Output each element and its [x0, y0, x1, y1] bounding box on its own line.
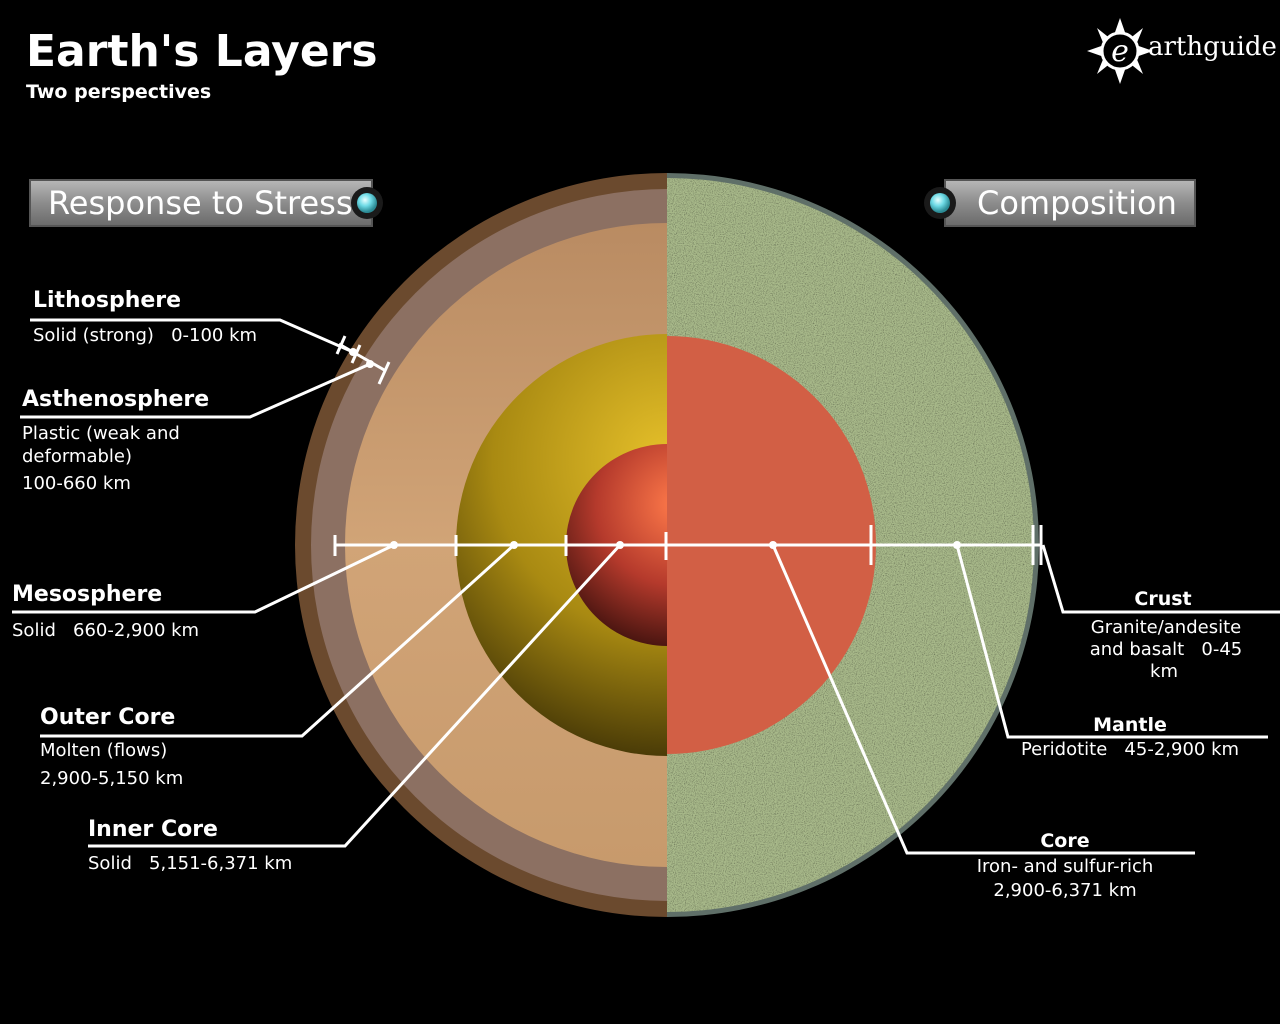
- label-core: Core Iron- and sulfur-rich 2,900-6,371 k…: [977, 830, 1154, 901]
- layer-name: Lithosphere: [33, 288, 181, 313]
- leader-core: [771, 544, 1195, 855]
- layer-name: Outer Core: [40, 705, 175, 730]
- leader-inner-core: [88, 543, 622, 848]
- layer-name: Asthenosphere: [22, 387, 209, 412]
- leader-outer-core: [40, 543, 516, 738]
- layer-name: Mesosphere: [12, 582, 162, 607]
- bullet-icon: [930, 193, 950, 213]
- layer-detail: Solid 660-2,900 km: [12, 620, 199, 641]
- leader-lithosphere: [30, 318, 354, 354]
- layer-detail: Solid 5,151-6,371 km: [88, 853, 292, 874]
- tab-label-composition: Composition: [977, 184, 1177, 222]
- label-inner-core: Inner Core Solid 5,151-6,371 km: [88, 817, 292, 874]
- leader-crust: [1041, 544, 1280, 614]
- earthguide-logo: e arthguide: [1087, 18, 1277, 84]
- layer-detail: 2,900-5,150 km: [40, 768, 183, 789]
- label-asthenosphere: Asthenosphere Plastic (weak and deformab…: [22, 387, 209, 494]
- compass-rose-icon: e: [1087, 18, 1153, 84]
- layer-detail: km: [1150, 661, 1178, 682]
- layer-detail: deformable): [22, 446, 132, 467]
- bullet-icon: [357, 193, 377, 213]
- tab-composition: Composition: [924, 179, 1196, 227]
- radius-scale: [333, 525, 1043, 565]
- leader-mantle: [955, 544, 1268, 739]
- layer-detail: Iron- and sulfur-rich: [977, 856, 1154, 877]
- layer-detail: and basalt 0-45: [1090, 639, 1243, 660]
- layer-name: Core: [1040, 830, 1089, 852]
- layer-detail: Plastic (weak and: [22, 423, 180, 444]
- leader-mesosphere: [12, 543, 395, 614]
- tab-response-to-stress: Response to Stress: [29, 179, 383, 227]
- page-title: Earth's Layers: [26, 26, 378, 77]
- logo-letter: e: [1111, 34, 1129, 69]
- layer-name: Mantle: [1093, 714, 1167, 736]
- layer-detail: Solid (strong) 0-100 km: [33, 325, 257, 346]
- layer-detail: Peridotite 45-2,900 km: [1021, 739, 1239, 760]
- page-subtitle: Two perspectives: [26, 81, 211, 103]
- label-crust: Crust Granite/andesite and basalt 0-45 k…: [1090, 588, 1243, 682]
- logo-text: arthguide: [1148, 32, 1277, 62]
- label-mantle: Mantle Peridotite 45-2,900 km: [1021, 714, 1239, 760]
- layer-detail: Molten (flows): [40, 740, 167, 761]
- layer-detail: 2,900-6,371 km: [993, 880, 1136, 901]
- layer-detail: 100-660 km: [22, 473, 131, 494]
- tab-label-stress: Response to Stress: [48, 184, 353, 222]
- layer-detail: Granite/andesite: [1091, 617, 1241, 638]
- label-lithosphere: Lithosphere Solid (strong) 0-100 km: [33, 288, 257, 346]
- layer-name: Crust: [1134, 588, 1191, 610]
- label-outer-core: Outer Core Molten (flows) 2,900-5,150 km: [40, 705, 183, 789]
- leader-asthenosphere: [20, 362, 371, 419]
- layer-name: Inner Core: [88, 817, 218, 842]
- label-mesosphere: Mesosphere Solid 660-2,900 km: [12, 582, 199, 641]
